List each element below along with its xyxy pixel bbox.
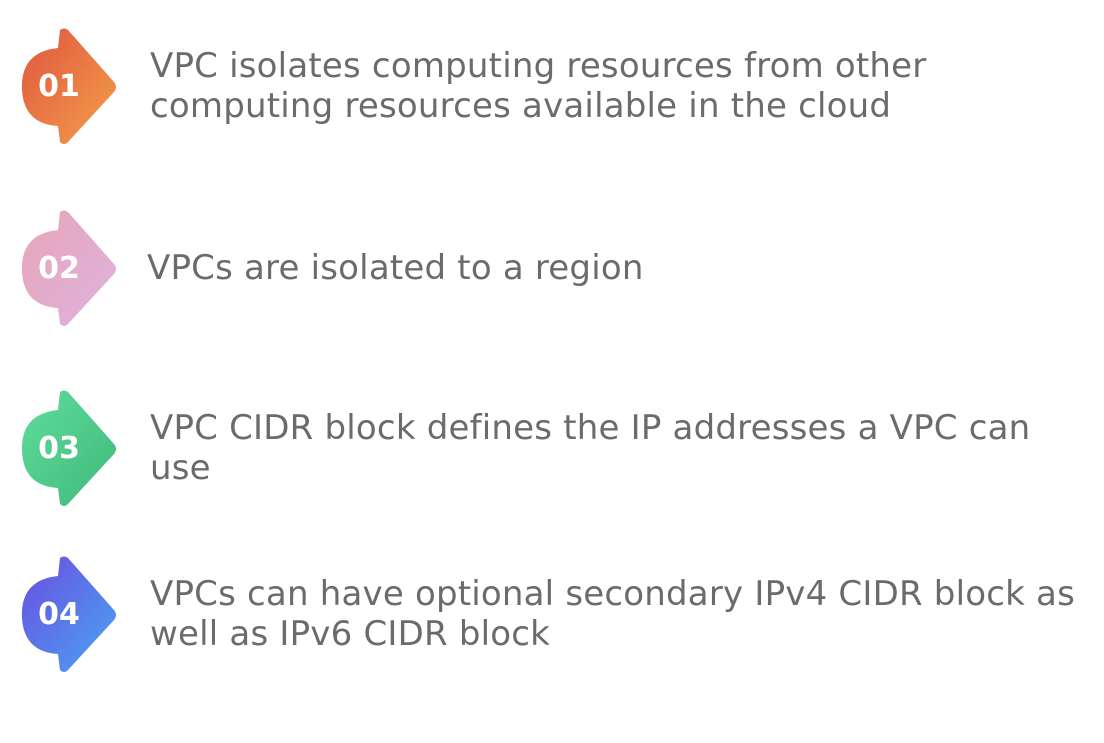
item-number: 01 bbox=[38, 69, 80, 104]
item-text: VPC CIDR block defines the IP addresses … bbox=[150, 408, 1031, 488]
item-text: VPCs are isolated to a region bbox=[147, 248, 644, 288]
arrow-shape-icon bbox=[21, 556, 116, 672]
item-number: 04 bbox=[38, 597, 80, 632]
item-number: 03 bbox=[38, 431, 80, 466]
arrow-shape-icon bbox=[21, 390, 116, 506]
item-number: 02 bbox=[38, 251, 80, 286]
arrow-badge-01: 01 bbox=[20, 28, 120, 146]
item-text: VPC isolates computing resources from ot… bbox=[150, 46, 927, 126]
arrow-badge-04: 04 bbox=[20, 556, 120, 674]
arrow-badge-03: 03 bbox=[20, 390, 120, 508]
arrow-shape-icon bbox=[21, 28, 116, 144]
arrow-shape-icon bbox=[21, 210, 116, 326]
arrow-badge-02: 02 bbox=[20, 210, 120, 328]
item-text: VPCs can have optional secondary IPv4 CI… bbox=[150, 574, 1075, 654]
